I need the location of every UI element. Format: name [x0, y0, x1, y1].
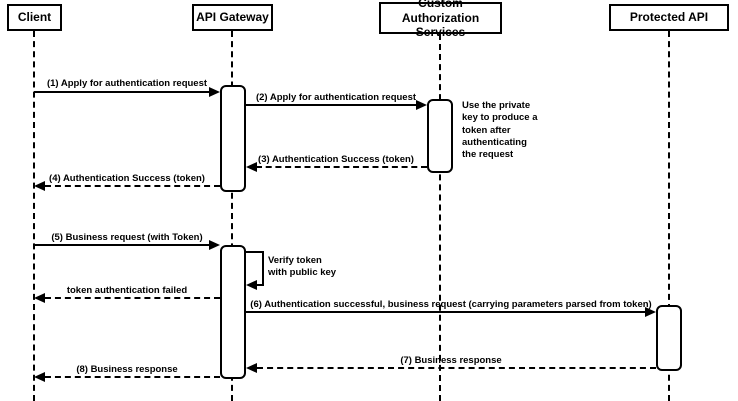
message-5-arrowhead-icon [209, 240, 220, 250]
self-message-label: Verify token with public key [268, 255, 337, 279]
lifeline-protected-api [668, 31, 670, 401]
message-8-line [45, 376, 220, 378]
message-1-label: (1) Apply for authentication request [46, 78, 208, 89]
message-1-line [34, 91, 210, 93]
actor-protected-api: Protected API [609, 4, 729, 31]
message-8-arrowhead-icon [34, 372, 45, 382]
message-token-failed-label: token authentication failed [66, 285, 188, 296]
message-2-label: (2) Apply for authentication request [255, 92, 417, 103]
self-message-bottom-line [256, 284, 264, 286]
message-8-label: (8) Business response [76, 364, 178, 375]
actor-client: Client [7, 4, 62, 31]
message-7-arrowhead-icon [246, 363, 257, 373]
self-message-arrowhead-icon [246, 280, 257, 290]
actor-client-label: Client [17, 10, 52, 25]
message-4-label: (4) Authentication Success (token) [49, 173, 205, 184]
activation-api-gateway-auth [220, 85, 246, 192]
self-message-right-line [262, 251, 264, 285]
actor-custom-authorization-services: Custom Authorization Services [379, 0, 502, 39]
activation-protected-api [656, 305, 682, 371]
note-private-key: Use the private key to produce a token a… [462, 100, 538, 161]
message-3-arrowhead-icon [246, 162, 257, 172]
self-message-top-line [246, 251, 264, 253]
message-6-label: (6) Authentication successful, business … [250, 299, 652, 310]
activation-custom-authorization-services [427, 99, 453, 173]
actor-api-gateway-label: API Gateway [196, 10, 269, 25]
message-7-line [257, 367, 656, 369]
lifeline-custom-authorization-services [439, 34, 441, 401]
message-4-arrowhead-icon [34, 181, 45, 191]
message-1-arrowhead-icon [209, 87, 220, 97]
activation-api-gateway-business [220, 245, 246, 379]
message-3-label: (3) Authentication Success (token) [258, 154, 414, 165]
lifeline-api-gateway [231, 31, 233, 401]
message-5-line [34, 244, 210, 246]
message-3-line [256, 166, 427, 168]
message-token-failed-line [45, 297, 220, 299]
message-5-label: (5) Business request (with Token) [51, 232, 203, 243]
message-6-arrowhead-icon [645, 307, 656, 317]
message-2-arrowhead-icon [416, 100, 427, 110]
message-2-line [245, 104, 417, 106]
message-token-failed-arrowhead-icon [34, 293, 45, 303]
actor-api-gateway: API Gateway [192, 4, 273, 31]
actor-protected-api-label: Protected API [629, 10, 709, 25]
actor-custom-authorization-services-label: Custom Authorization Services [401, 0, 480, 40]
lifeline-client [33, 31, 35, 401]
message-7-label: (7) Business response [400, 355, 502, 366]
message-6-line [246, 311, 646, 313]
message-4-line [45, 185, 220, 187]
